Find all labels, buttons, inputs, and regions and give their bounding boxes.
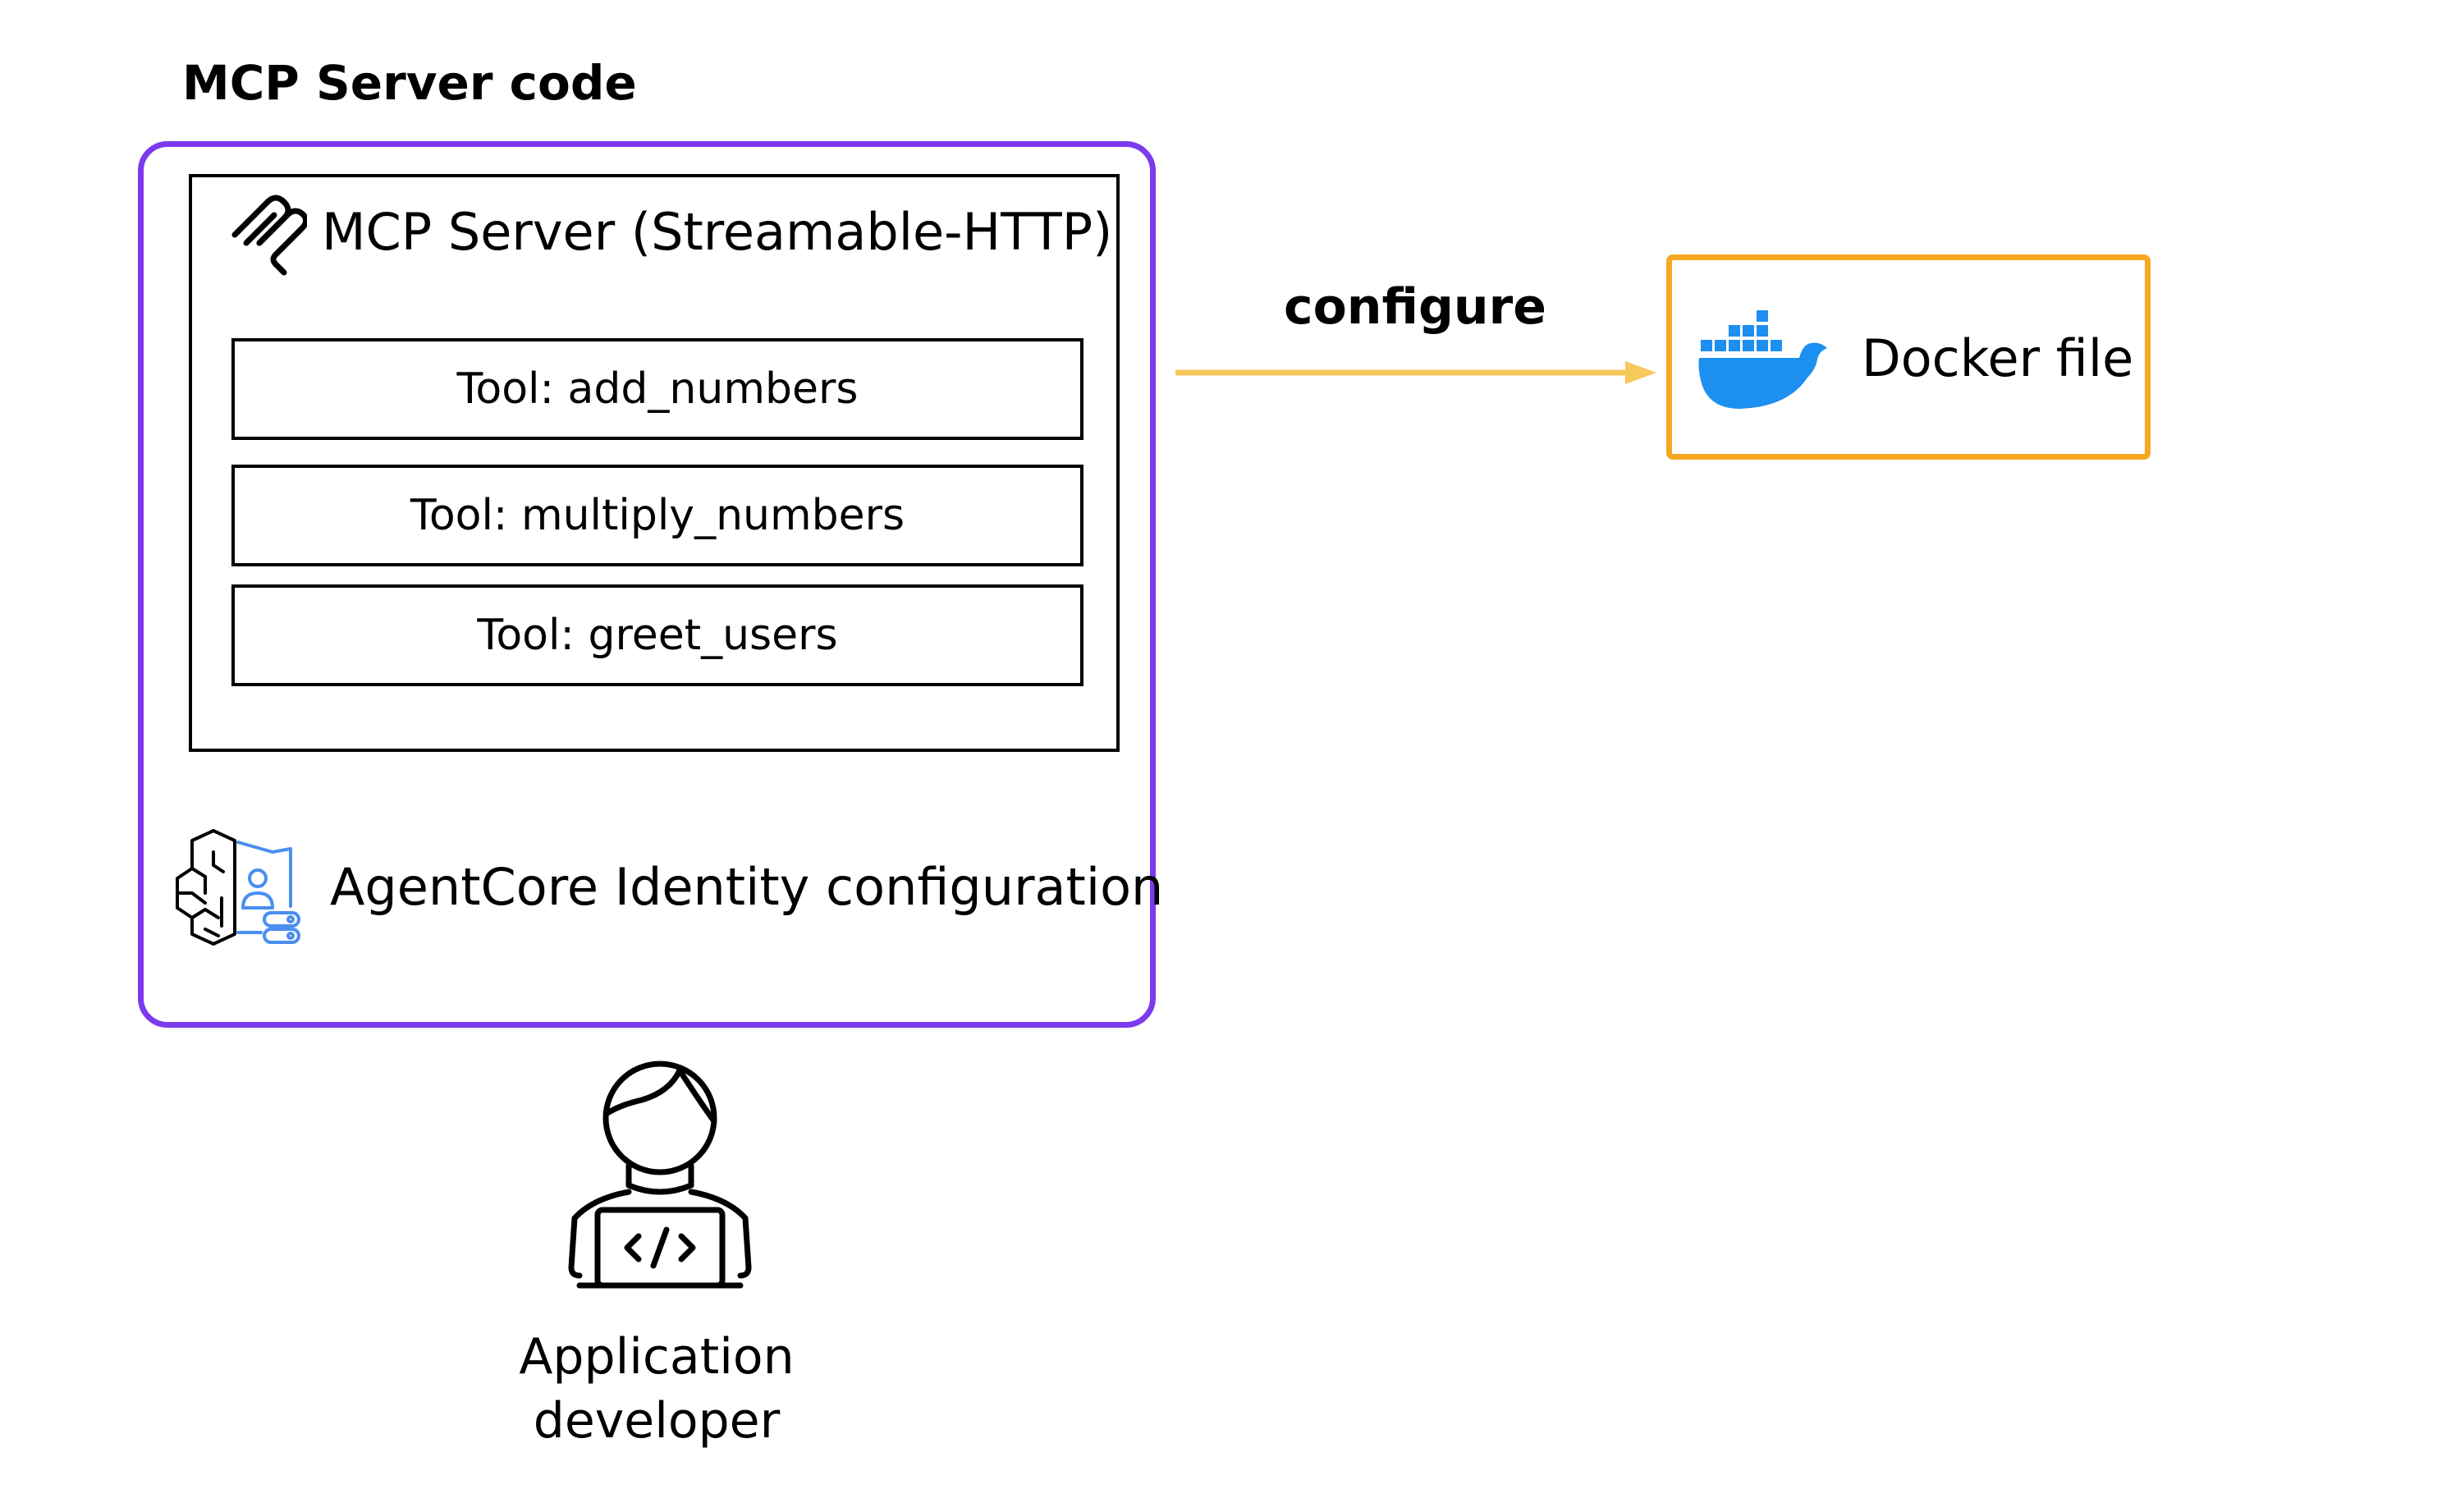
mcp-logo-icon	[231, 195, 307, 276]
mcp-server-code-container	[138, 141, 1156, 1028]
section-title: MCP Server code	[182, 55, 637, 111]
docker-file-box	[1666, 254, 2151, 460]
agentcore-identity-icon	[176, 829, 300, 946]
tool-greet-users: Tool: greet_users	[231, 584, 1083, 686]
mcp-server-title: MCP Server (Streamable-HTTP)	[322, 202, 1113, 262]
mcp-server-box	[189, 174, 1120, 752]
developer-laptop-icon	[568, 1061, 752, 1289]
actor-line-2: developer	[533, 1392, 781, 1450]
docker-file-label: Docker file	[1862, 328, 2134, 388]
configure-arrow	[1175, 361, 1656, 384]
configure-label: configure	[1284, 278, 1546, 336]
docker-whale-icon	[1698, 310, 1827, 409]
tool-add-numbers: Tool: add_numbers	[231, 338, 1083, 440]
tool-multiply-numbers: Tool: multiply_numbers	[231, 465, 1083, 566]
application-developer-label: Application developer	[492, 1325, 821, 1453]
actor-line-1: Application	[519, 1328, 795, 1386]
identity-config-label: AgentCore Identity configuration	[330, 857, 1164, 917]
